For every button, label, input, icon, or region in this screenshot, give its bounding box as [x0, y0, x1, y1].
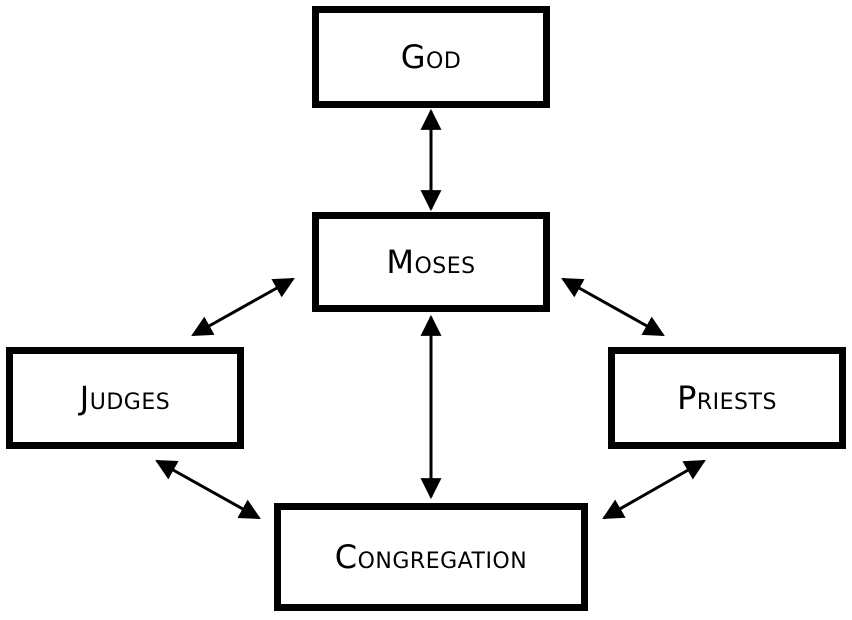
node-congregation: Congregation [274, 503, 588, 611]
node-moses-label: Moses [386, 243, 476, 281]
arrow-moses-judges [191, 277, 295, 337]
node-god-label: God [400, 38, 462, 76]
arrow-judges-congregation [155, 459, 261, 520]
node-congregation-label: Congregation [334, 538, 528, 576]
node-priests: Priests [608, 347, 846, 449]
node-moses: Moses [312, 212, 550, 312]
arrow-moses-priests [561, 277, 665, 337]
node-judges: Judges [6, 347, 244, 449]
arrow-priests-congregation [602, 459, 706, 520]
node-judges-label: Judges [79, 379, 171, 417]
node-god: God [312, 6, 550, 108]
node-priests-label: Priests [677, 379, 777, 417]
